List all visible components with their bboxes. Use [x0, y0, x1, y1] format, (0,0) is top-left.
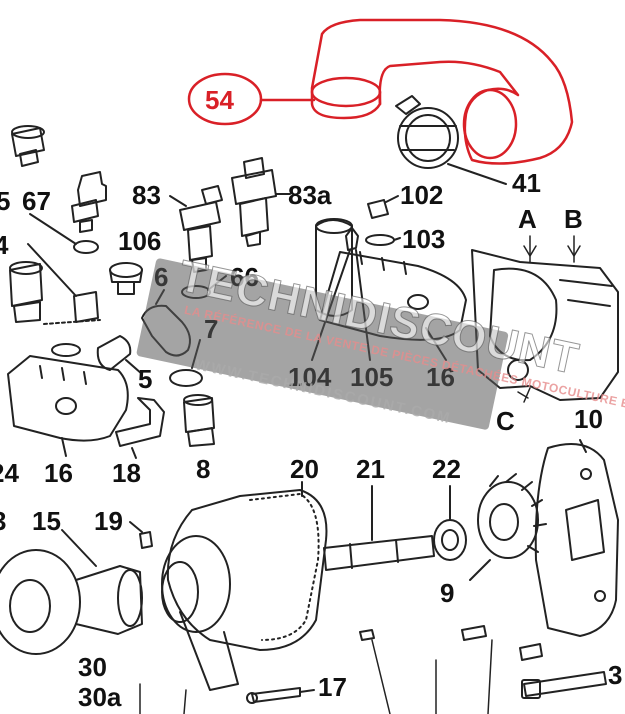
label-16-left: 16 — [44, 458, 73, 488]
label-8: 8 — [196, 454, 211, 484]
label-A: A — [518, 204, 537, 234]
label-19: 19 — [94, 506, 123, 536]
label-3-right: 3 — [608, 660, 623, 690]
impeller-9 — [469, 473, 547, 581]
label-5-top: 5 — [0, 186, 11, 216]
fitting-4 — [9, 243, 101, 357]
sender-83a — [231, 157, 291, 247]
pulley-30 — [0, 529, 143, 655]
tube-8 — [183, 394, 215, 447]
screw-19 — [129, 521, 153, 549]
label-102: 102 — [400, 180, 444, 210]
filler-cap — [11, 125, 45, 167]
sender-83 — [169, 185, 223, 273]
label-41: 41 — [512, 168, 541, 198]
label-21: 21 — [356, 454, 385, 484]
clamp-41 — [395, 95, 507, 185]
label-83: 83 — [132, 180, 161, 210]
bearing-22 — [433, 485, 467, 561]
label-9: 9 — [440, 578, 455, 608]
thermostat-housing-left — [7, 355, 129, 457]
water-pump-body — [161, 481, 328, 691]
label-B: B — [564, 204, 583, 234]
bolt-17 — [246, 687, 315, 704]
label-54: 54 — [205, 85, 234, 115]
leader-lines — [139, 639, 493, 714]
shaft-21 — [323, 485, 435, 571]
bolt-small — [359, 625, 607, 699]
label-10: 10 — [574, 404, 603, 434]
label-67: 67 — [22, 186, 51, 216]
label-30: 30 — [78, 652, 107, 682]
label-5: 5 — [138, 364, 153, 394]
hose-54 — [310, 18, 574, 165]
label-C: C — [496, 406, 515, 436]
label-22: 22 — [432, 454, 461, 484]
label-103: 103 — [402, 224, 446, 254]
label-17: 17 — [318, 672, 347, 702]
label-20: 20 — [290, 454, 319, 484]
plug-102 — [365, 195, 401, 246]
label-83a: 83a — [288, 180, 332, 210]
plug-106 — [109, 262, 143, 295]
bracket-18 — [115, 397, 165, 459]
label-15: 15 — [32, 506, 61, 536]
label-106: 106 — [118, 226, 162, 256]
sensor-67 — [29, 171, 107, 254]
label-4: 4 — [0, 230, 9, 260]
cover-10 — [534, 439, 619, 637]
label-24: 24 — [0, 458, 19, 488]
label-3: 3 — [0, 508, 6, 534]
elbow-5 — [96, 335, 143, 375]
callout-54 — [187, 72, 316, 126]
label-18: 18 — [112, 458, 141, 488]
label-30a: 30a — [78, 682, 122, 712]
